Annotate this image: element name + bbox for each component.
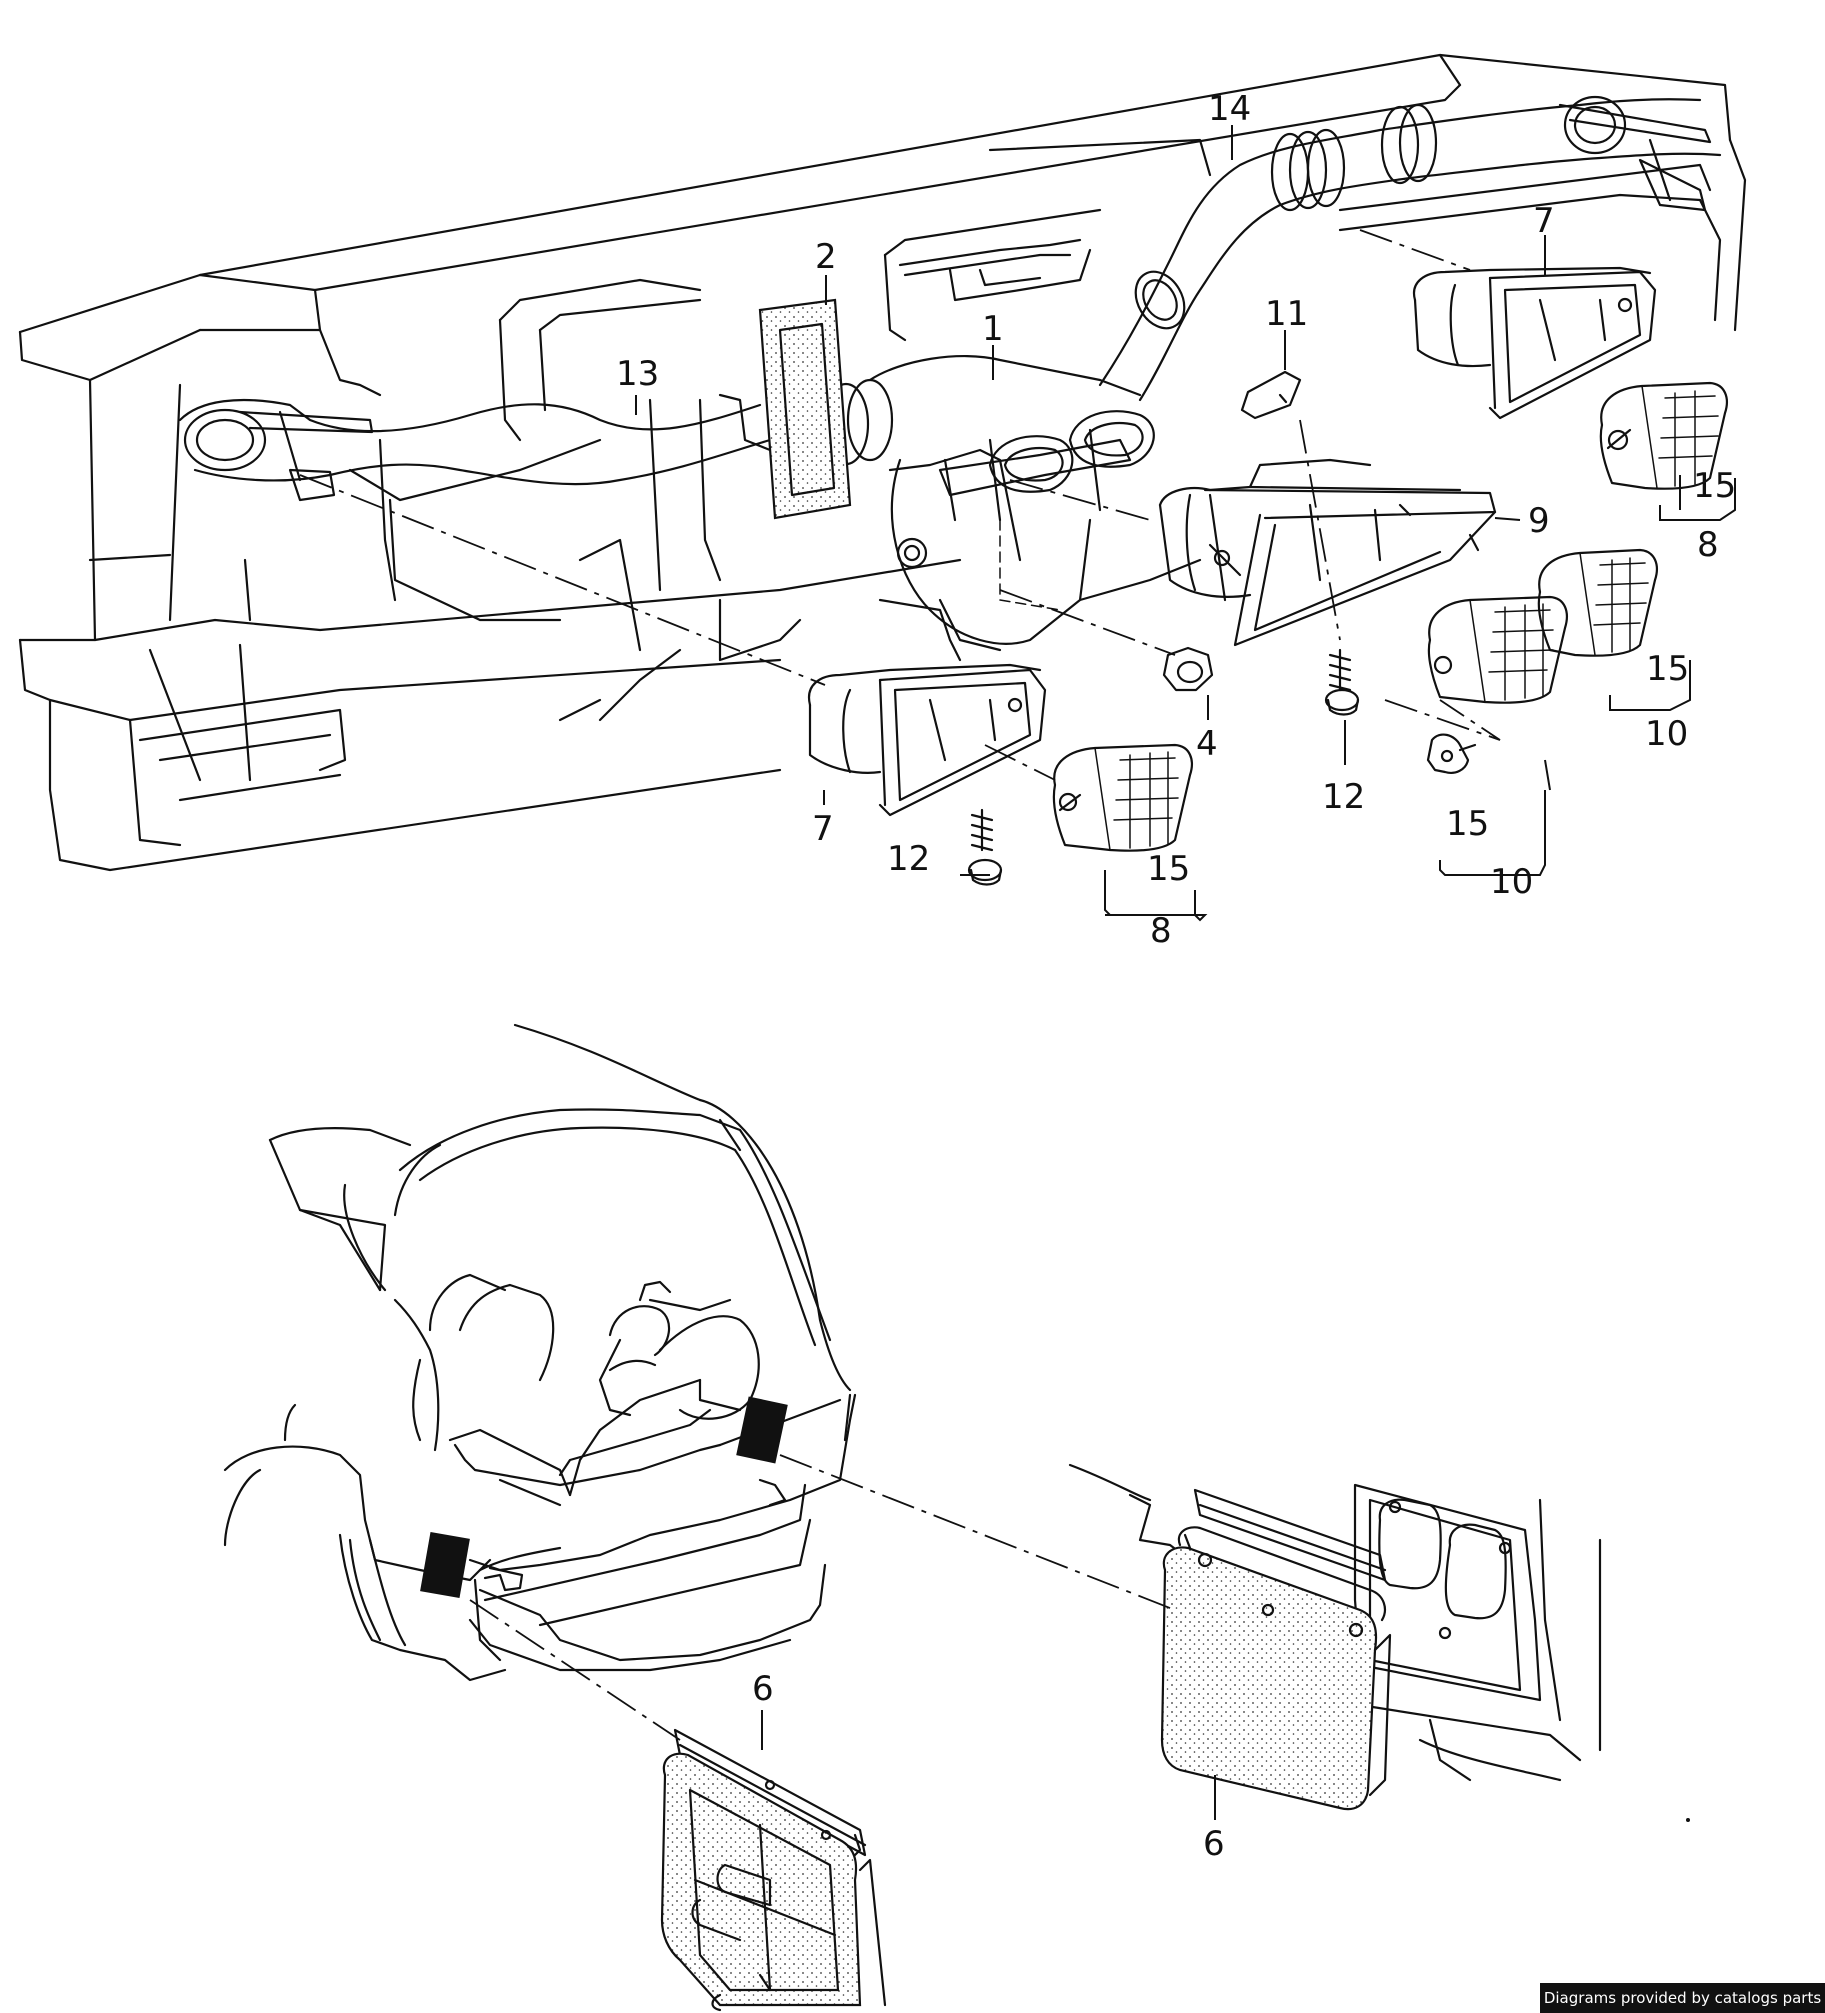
callout-6-left: 6 [752, 1669, 774, 1709]
mounting-patch-right [736, 1396, 788, 1464]
callout-13: 13 [616, 354, 659, 394]
callout-12-center: 12 [1322, 777, 1365, 817]
callout-8-lower: 8 [1150, 911, 1172, 951]
vent-grille-part-10-center [1427, 595, 1568, 704]
callout-15-upper: 15 [1693, 466, 1736, 506]
air-distribution-housing [868, 354, 1155, 652]
air-duct-right [1098, 95, 1722, 402]
vent-flap-part-6-right [1160, 1488, 1392, 1811]
mounting-patch-left [420, 1531, 470, 1599]
vent-housing-part-7-upper [1412, 266, 1657, 420]
callout-1: 1 [982, 309, 1004, 349]
callout-2: 2 [815, 237, 837, 277]
leader-lines-top [635, 125, 1681, 876]
vent-housing-part-9 [1158, 458, 1497, 647]
callout-10-right: 10 [1645, 714, 1688, 754]
vent-grille-part-8-lower [1052, 743, 1193, 852]
callout-9: 9 [1528, 501, 1550, 541]
nut-part-4 [1162, 646, 1214, 692]
callout-15-lower: 15 [1147, 849, 1190, 889]
screw-part-12-center [1324, 648, 1360, 716]
callout-15-clip: 15 [1446, 804, 1489, 844]
callout-8-upper: 8 [1697, 525, 1719, 565]
clip-part-15 [1426, 733, 1477, 774]
assembly-lines-bottom [469, 1454, 1176, 1741]
callout-7-upper: 7 [1533, 201, 1555, 241]
callout-11: 11 [1265, 294, 1308, 334]
clip-part-11 [1240, 370, 1302, 420]
vent-housing-part-7-lower [807, 663, 1047, 817]
assembly-lines-top [299, 229, 1501, 781]
car-rear-shelf-items [598, 1280, 760, 1420]
vent-flap-part-6-left [660, 1728, 887, 2012]
callout-10-center: 10 [1490, 862, 1533, 902]
interior-side-panel [1068, 1463, 1602, 1782]
callout-4: 4 [1196, 724, 1218, 764]
callout-12-left: 12 [887, 839, 930, 879]
dashboard-panel [18, 53, 1747, 872]
car-rear-body [223, 1023, 857, 1682]
gasket-part-2 [758, 298, 852, 520]
callout-15-mid: 15 [1646, 649, 1689, 689]
callout-14: 14 [1208, 89, 1251, 129]
vent-grille-part-10-right [1537, 548, 1658, 657]
screw-part-12-left [967, 808, 1003, 886]
callout-7-lower: 7 [812, 809, 834, 849]
callout-6-right: 6 [1203, 1824, 1225, 1864]
vent-grille-part-8-upper [1599, 381, 1728, 490]
credit-banner: Diagrams provided by catalogs parts [1540, 1983, 1825, 2013]
leader-lines-bottom [761, 1710, 1216, 1820]
group-brackets [1104, 478, 1736, 922]
stray-dot [1686, 1818, 1690, 1822]
